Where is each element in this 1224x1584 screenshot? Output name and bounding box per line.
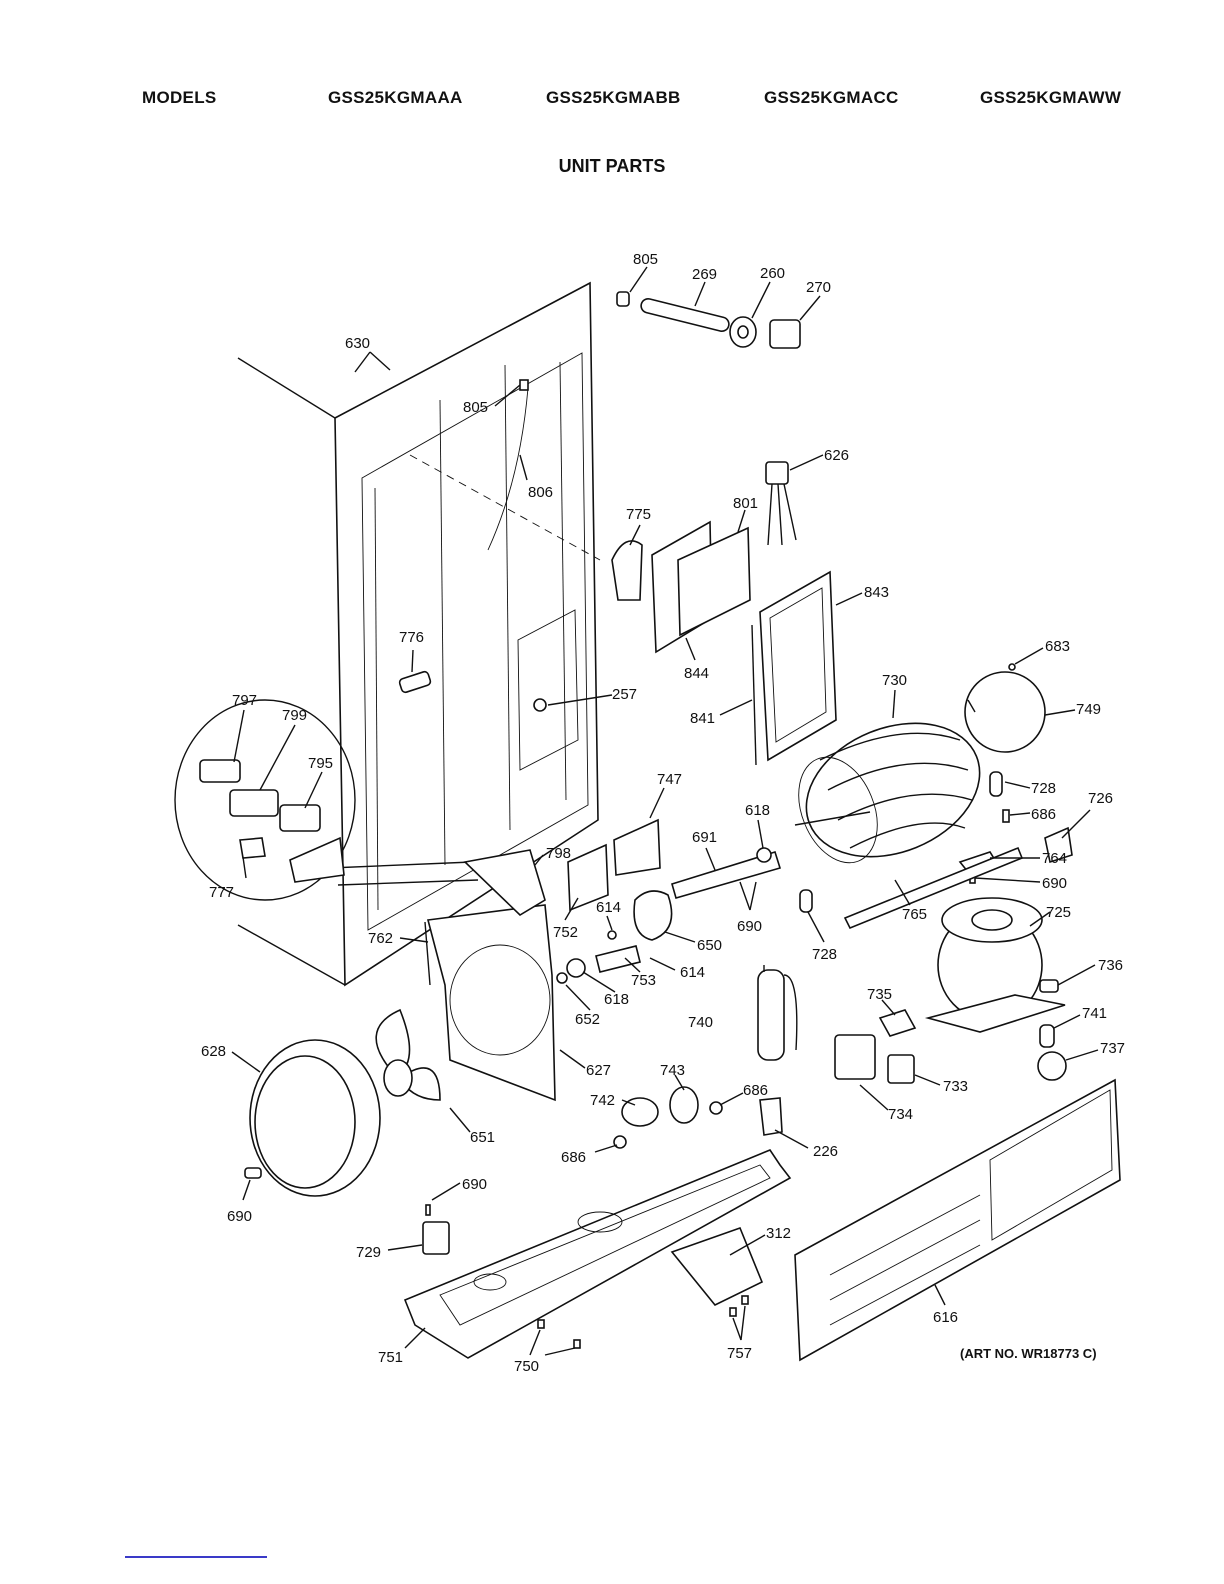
callout-618: 618	[604, 991, 629, 1008]
callout-740: 740	[688, 1014, 713, 1031]
condenser-fan-blade	[375, 1008, 441, 1101]
callout-728: 728	[1031, 780, 1056, 797]
callout-690: 690	[227, 1208, 252, 1225]
callout-690: 690	[1042, 875, 1067, 892]
water-tube-assembly	[616, 291, 801, 349]
callout-777: 777	[209, 884, 234, 901]
condenser-coil	[794, 722, 981, 864]
callout-260: 260	[760, 265, 785, 282]
callout-616: 616	[933, 1309, 958, 1326]
callout-753: 753	[631, 972, 656, 989]
callout-841: 841	[690, 710, 715, 727]
callout-725: 725	[1046, 904, 1071, 921]
callout-614: 614	[680, 964, 705, 981]
art-number: (ART NO. WR18773 C)	[960, 1346, 1097, 1361]
callout-652: 652	[575, 1011, 600, 1028]
fan-shroud-ring	[249, 1039, 381, 1197]
callout-735: 735	[867, 986, 892, 1003]
fan-motor-bracket	[424, 904, 556, 1102]
water-valve-inset	[174, 699, 546, 917]
callout-799: 799	[282, 707, 307, 724]
wire-harness	[765, 461, 797, 546]
callout-226: 226	[813, 1143, 838, 1160]
leader-lines	[231, 266, 1099, 1356]
callout-270: 270	[806, 279, 831, 296]
callout-806: 806	[528, 484, 553, 501]
callout-labels: 805 269 260 270 630 805 806 626 775 801 …	[201, 251, 1125, 1375]
callout-844: 844	[684, 665, 709, 682]
evaporator-fan-parts	[556, 818, 782, 984]
callout-736: 736	[1098, 957, 1123, 974]
callout-805: 805	[633, 251, 658, 268]
callout-776: 776	[399, 629, 424, 646]
callout-257: 257	[612, 686, 637, 703]
callout-630: 630	[345, 335, 370, 352]
callout-775: 775	[626, 506, 651, 523]
callout-797: 797	[232, 692, 257, 709]
lower-hardware	[244, 379, 783, 1349]
model-number-1: GSS25KGMAAA	[328, 88, 463, 107]
callout-747: 747	[657, 771, 682, 788]
callout-728: 728	[812, 946, 837, 963]
callout-730: 730	[882, 672, 907, 689]
model-number-2: GSS25KGMABB	[546, 88, 681, 107]
dryer	[757, 965, 798, 1061]
model-number-3: GSS25KGMACC	[764, 88, 899, 107]
models-label: MODELS	[142, 88, 217, 107]
footer-link-underline	[125, 1556, 267, 1558]
callout-764: 764	[1042, 850, 1067, 867]
compressor	[924, 897, 1067, 1081]
callout-733: 733	[943, 1078, 968, 1095]
callout-628: 628	[201, 1043, 226, 1060]
callout-686: 686	[561, 1149, 586, 1166]
callout-743: 743	[660, 1062, 685, 1079]
cabinet-back-panel	[237, 281, 601, 987]
condenser-grille	[794, 1078, 1121, 1362]
callout-795: 795	[308, 755, 333, 772]
callout-626: 626	[824, 447, 849, 464]
callout-843: 843	[864, 584, 889, 601]
callout-751: 751	[378, 1349, 403, 1366]
callout-742: 742	[590, 1092, 615, 1109]
callout-269: 269	[692, 266, 717, 283]
callout-650: 650	[697, 937, 722, 954]
callout-741: 741	[1082, 1005, 1107, 1022]
callout-757: 757	[727, 1345, 752, 1362]
control-board	[611, 520, 751, 654]
callout-627: 627	[586, 1062, 611, 1079]
callout-752: 752	[553, 924, 578, 941]
callout-614: 614	[596, 899, 621, 916]
callout-618: 618	[745, 802, 770, 819]
condenser-fan-shroud	[964, 663, 1046, 753]
callout-737: 737	[1100, 1040, 1125, 1057]
callout-734: 734	[888, 1106, 913, 1123]
callout-651: 651	[470, 1129, 495, 1146]
callout-691: 691	[692, 829, 717, 846]
callout-805: 805	[463, 399, 488, 416]
callout-765: 765	[902, 906, 927, 923]
callout-750: 750	[514, 1358, 539, 1375]
callout-312: 312	[766, 1225, 791, 1242]
callout-729: 729	[356, 1244, 381, 1261]
page-title: UNIT PARTS	[558, 156, 666, 176]
callout-749: 749	[1076, 701, 1101, 718]
callout-690: 690	[462, 1176, 487, 1193]
callout-690: 690	[737, 918, 762, 935]
access-cover-gasket	[751, 570, 837, 766]
machine-compartment-base	[403, 1149, 792, 1359]
callout-686: 686	[743, 1082, 768, 1099]
callout-798: 798	[546, 845, 571, 862]
callout-801: 801	[733, 495, 758, 512]
callout-686: 686	[1031, 806, 1056, 823]
model-number-4: GSS25KGMAWW	[980, 88, 1122, 107]
callout-726: 726	[1088, 790, 1113, 807]
callout-762: 762	[368, 930, 393, 947]
start-relay	[834, 1009, 917, 1084]
callout-683: 683	[1045, 638, 1070, 655]
